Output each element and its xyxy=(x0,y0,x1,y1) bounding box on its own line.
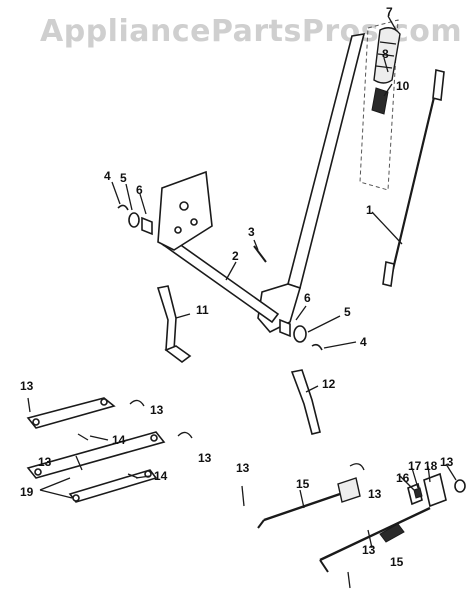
callout-13-f: 13 xyxy=(368,487,382,501)
part-grip xyxy=(373,27,401,84)
callout-6-left: 6 xyxy=(136,183,143,197)
callout-13-c: 13 xyxy=(198,451,212,465)
callout-4-left: 4 xyxy=(104,169,111,183)
part-grip-outline xyxy=(359,19,399,191)
callout-8: 8 xyxy=(382,47,389,61)
callout-15-a: 15 xyxy=(296,477,310,491)
callout-5-left: 5 xyxy=(120,171,127,185)
callout-3: 3 xyxy=(248,225,255,239)
part-hardware-right xyxy=(279,318,323,351)
part-bracket-11 xyxy=(156,285,192,363)
callout-2: 2 xyxy=(232,249,239,263)
callout-13-h: 13 xyxy=(362,543,376,557)
callout-13-g: 13 xyxy=(440,455,454,469)
callout-1: 1 xyxy=(366,203,373,217)
callout-5-right: 5 xyxy=(344,305,351,319)
part-link-plates xyxy=(26,397,166,503)
part-hardware-left xyxy=(117,204,153,236)
part-rod xyxy=(382,69,445,287)
part-bracket-12 xyxy=(290,369,321,435)
callout-7: 7 xyxy=(386,5,393,19)
callout-14-b: 14 xyxy=(154,469,168,483)
callout-13-d: 13 xyxy=(38,455,52,469)
callout-10: 10 xyxy=(396,79,410,93)
callout-11: 11 xyxy=(196,303,209,317)
part-pin xyxy=(253,245,267,263)
part-cotter-pins xyxy=(27,397,351,589)
part-mounting-plate xyxy=(157,170,213,251)
callout-6-right: 6 xyxy=(304,291,311,305)
leader-lines xyxy=(39,15,457,549)
callout-15-b: 15 xyxy=(390,555,404,569)
part-spring xyxy=(371,87,389,115)
part-knob-assembly xyxy=(407,472,466,508)
callout-13-a: 13 xyxy=(20,379,34,393)
callout-4-right: 4 xyxy=(360,335,367,349)
callout-18: 18 xyxy=(424,459,438,473)
callout-13-e: 13 xyxy=(236,461,250,475)
part-adjust-rod-upper xyxy=(257,463,365,529)
callout-19: 19 xyxy=(20,485,34,499)
callout-17: 17 xyxy=(408,459,422,473)
part-lift-lever xyxy=(257,33,366,333)
callout-14-a: 14 xyxy=(112,433,126,447)
callout-12: 12 xyxy=(322,377,336,391)
callout-13-b: 13 xyxy=(150,403,164,417)
callout-16: 16 xyxy=(396,471,410,485)
part-adjust-rod-lower xyxy=(319,506,431,573)
